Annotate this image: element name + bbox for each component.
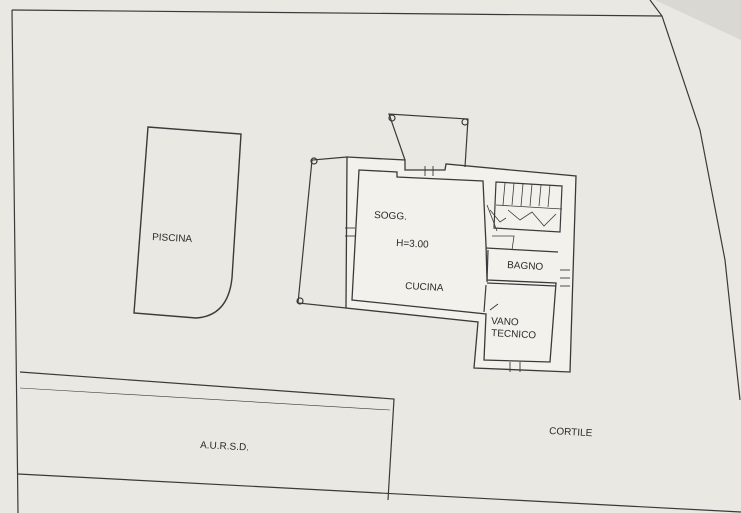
property-line-top — [11, 9, 663, 17]
property-line-right — [649, 0, 741, 401]
openings — [345, 166, 570, 372]
label-tecnico: TECNICO — [491, 328, 537, 341]
label-aursd: A.U.R.S.D. — [200, 440, 249, 454]
vano-wall-left — [483, 284, 487, 313]
pergola-column-2 — [461, 118, 469, 126]
label-vano: VANO — [491, 316, 519, 328]
porch-left — [297, 156, 348, 309]
porch-column-2 — [296, 297, 304, 305]
label-room-height: H=3.00 — [396, 238, 429, 251]
paper-shadow — [655, 0, 741, 40]
road-line-lower — [17, 473, 741, 513]
label-piscina: PISCINA — [152, 232, 193, 245]
bagno-wall-top — [485, 247, 559, 253]
bagno-door — [492, 235, 515, 251]
bagno-wall-left — [486, 249, 489, 283]
main-volume-inner — [351, 169, 557, 363]
label-cucina: CUCINA — [405, 281, 444, 294]
plan-drawing — [11, 0, 741, 513]
label-soggiorno: SOGG. — [374, 210, 407, 223]
house-walls — [345, 156, 577, 373]
aursd-parcel-inner — [19, 387, 391, 411]
label-cortile: CORTILE — [549, 426, 593, 439]
stair-well — [493, 181, 563, 233]
partitions — [483, 235, 559, 313]
porch-column-1 — [310, 157, 318, 165]
property-line-left — [11, 9, 19, 513]
vano-wall-top — [486, 282, 557, 287]
pergola-top — [388, 113, 469, 168]
label-bagno: BAGNO — [507, 260, 544, 273]
aursd-parcel-outline — [19, 371, 395, 501]
pool-outline — [133, 126, 242, 319]
pergola-column-1 — [388, 114, 396, 122]
stair-treads — [486, 182, 563, 232]
